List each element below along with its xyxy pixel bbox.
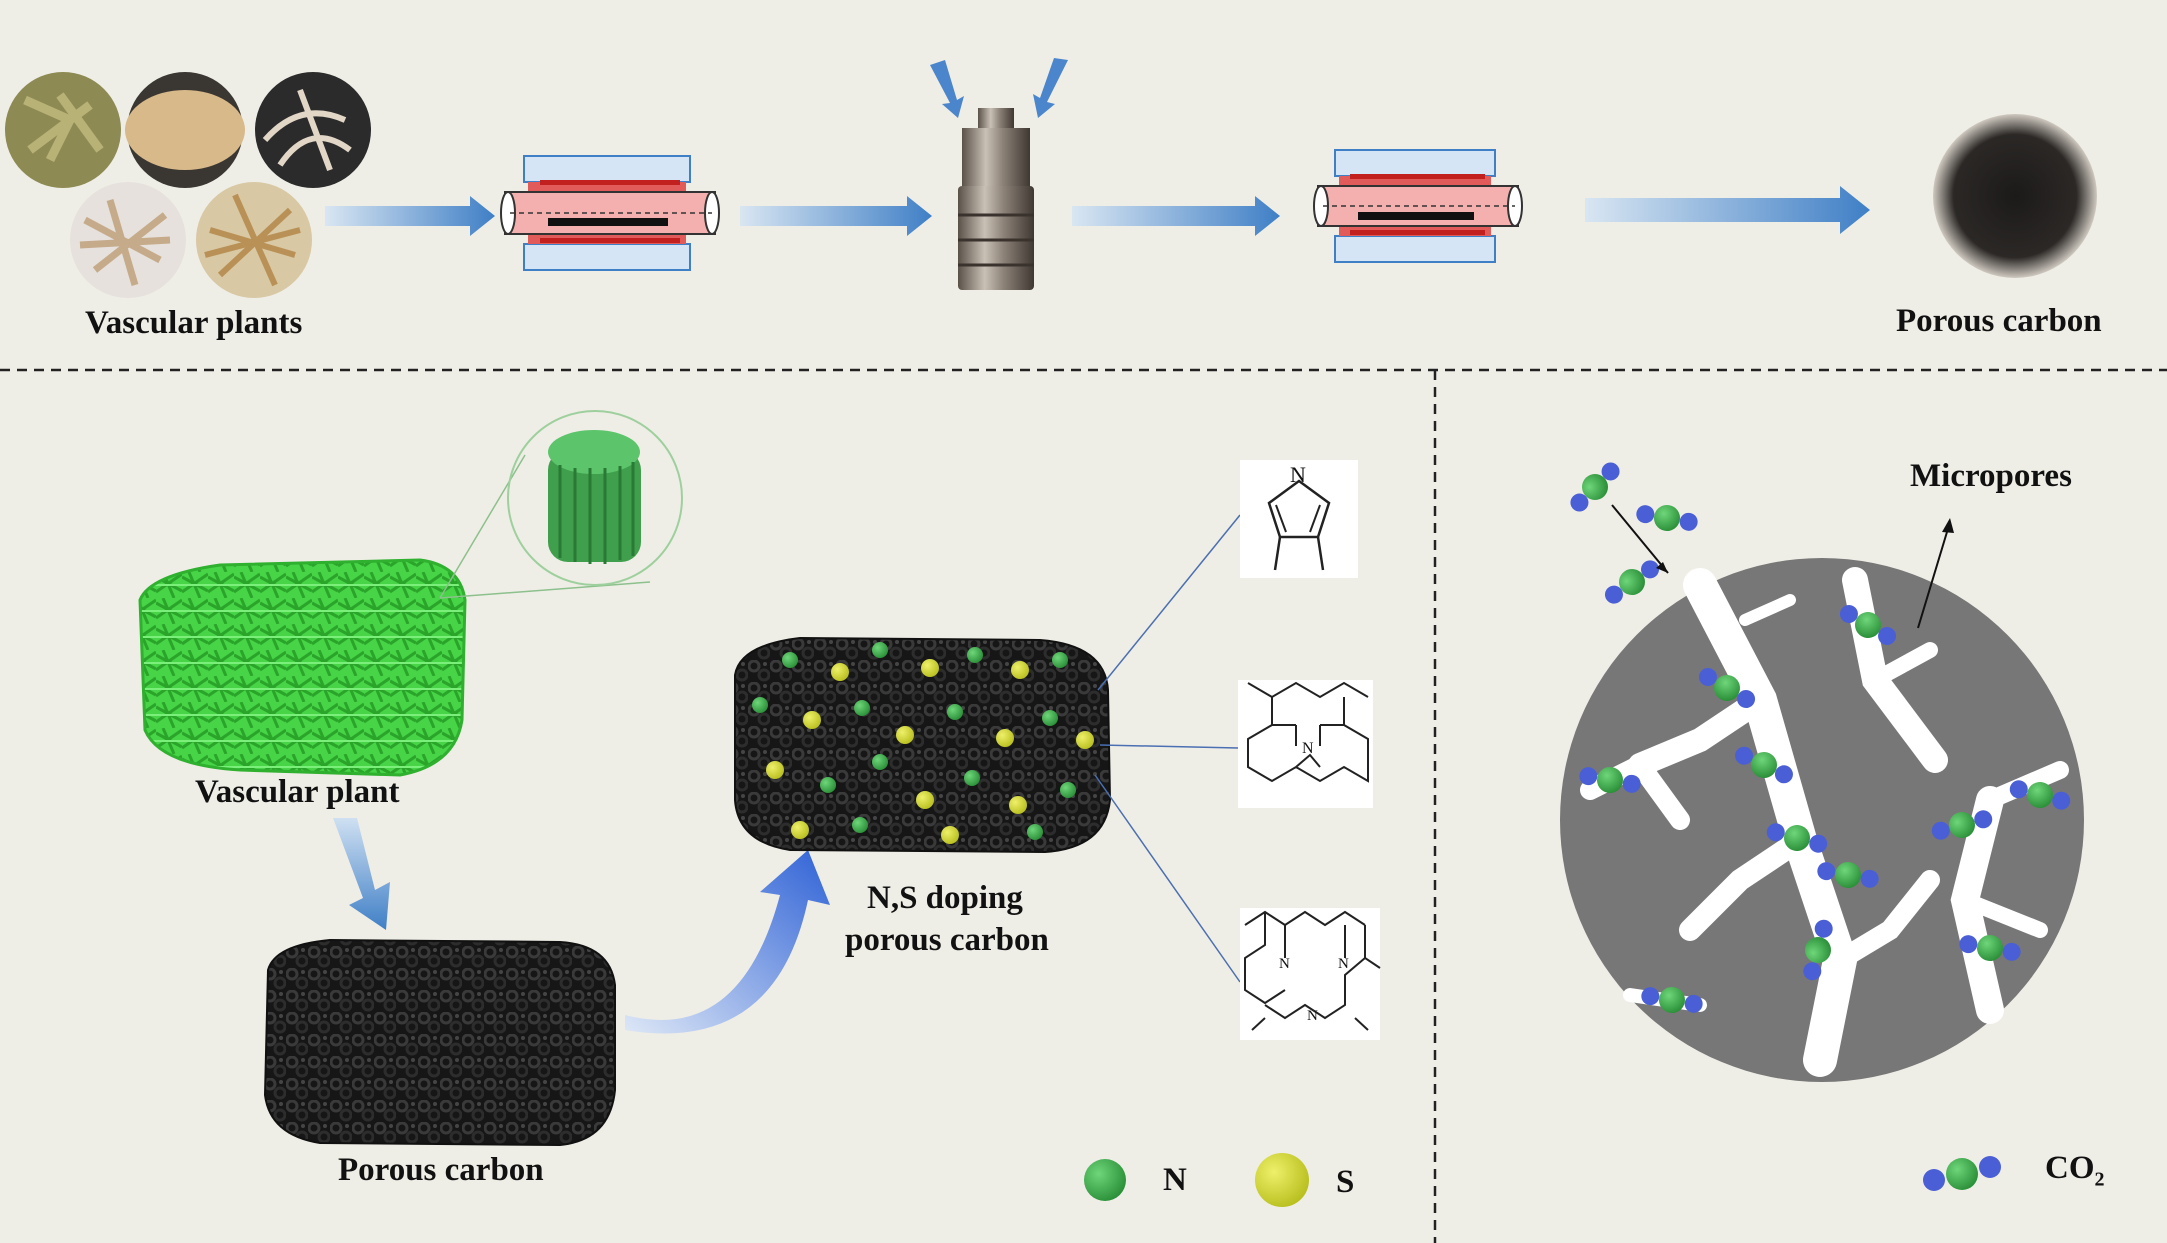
n-dopant-dot <box>967 647 983 663</box>
co2-molecule <box>1817 862 1879 888</box>
porous-carbon-label: Porous carbon <box>338 1152 544 1188</box>
n-dopant-dot <box>964 770 980 786</box>
s-dopant-dot <box>1076 731 1094 749</box>
s-dopant-dot <box>831 663 849 681</box>
co2-molecule <box>1839 605 1897 645</box>
atom-n-pyrrolic: N <box>1290 462 1306 487</box>
co2-molecule <box>1959 935 2021 961</box>
co2-molecule <box>2009 780 2071 810</box>
ns-doped-carbon-block <box>734 636 1112 854</box>
tube-furnace-1 <box>500 155 720 271</box>
n-dopant-dot <box>782 652 798 668</box>
atom-n-pyridinic-2: N <box>1338 956 1349 972</box>
legend-s-dot <box>1255 1153 1309 1207</box>
micropore-circle <box>1560 558 2084 1082</box>
n-dopant-dot <box>1052 652 1068 668</box>
down-arrow <box>333 818 390 930</box>
co2-molecule <box>1803 919 1833 981</box>
s-dopant-dot <box>921 659 939 677</box>
co2-legend-label: CO2 <box>2045 1150 2105 1192</box>
s-dopant-dot <box>1009 796 1027 814</box>
s-dopant-dot <box>916 791 934 809</box>
vascular-plant-block <box>138 558 467 777</box>
doped-label-line1: N,S doping <box>867 880 1023 916</box>
hydrothermal-autoclave <box>958 108 1034 290</box>
micropores-arrow <box>1917 521 1951 629</box>
n-dopant-dot <box>852 817 868 833</box>
co2-text: CO <box>2045 1150 2095 1186</box>
atom-n-pyridinic-1: N <box>1279 956 1290 972</box>
curved-arrow <box>625 850 830 1034</box>
n-dopant-dot <box>854 700 870 716</box>
vascular-plants-label: Vascular plants <box>85 305 303 341</box>
porous-carbon-powder <box>1933 114 2097 278</box>
legend-n-dot <box>1084 1159 1126 1201</box>
s-dopant-dot <box>791 821 809 839</box>
n-dopant-dot <box>872 642 888 658</box>
s-dopant-dot <box>803 711 821 729</box>
vascular-plant-label: Vascular plant <box>195 774 400 810</box>
legend-co2-molecule <box>1923 1156 2001 1191</box>
co2-molecule <box>1570 462 1620 512</box>
pyridinic-structure <box>1240 908 1381 1040</box>
micropores-label: Micropores <box>1910 458 2072 494</box>
n-dopant-dot <box>872 754 888 770</box>
porous-carbon-top-label: Porous carbon <box>1896 303 2102 339</box>
process-arrows <box>325 58 1870 236</box>
pyrrolic-structure <box>1240 460 1358 578</box>
co2-molecule <box>1604 560 1660 604</box>
co2-subscript: 2 <box>2094 1168 2105 1191</box>
atom-n-graphitic: N <box>1302 740 1314 757</box>
doped-label-line2: porous carbon <box>845 922 1049 958</box>
n-dopant-dot <box>752 697 768 713</box>
legend-n-label: N <box>1163 1162 1187 1198</box>
n-dopant-dot <box>947 704 963 720</box>
s-dopant-dot <box>896 726 914 744</box>
plant-photos <box>5 72 371 298</box>
co2-molecule <box>1579 767 1641 793</box>
n-dopant-dot <box>1060 782 1076 798</box>
s-dopant-dot <box>1011 661 1029 679</box>
porous-carbon-block <box>263 938 616 1147</box>
co2-molecule <box>1766 823 1828 853</box>
legend-marks <box>1084 1153 1309 1207</box>
atom-n-pyridinic-3: N <box>1307 1008 1318 1024</box>
molecule-arrow <box>1611 504 1669 574</box>
n-dopant-dot <box>1027 824 1043 840</box>
graphitic-structure <box>1238 680 1373 808</box>
zoom-inset <box>439 410 683 599</box>
co2-molecule <box>1636 505 1698 531</box>
co2-molecule <box>1698 668 1756 708</box>
co2-molecule <box>1735 746 1793 784</box>
co2-molecule <box>1931 810 1993 840</box>
s-dopant-dot <box>996 729 1014 747</box>
co2-molecule <box>1641 987 1703 1013</box>
tube-furnace-2 <box>1313 149 1523 263</box>
legend-s-label: S <box>1336 1164 1355 1200</box>
s-dopant-dot <box>766 761 784 779</box>
n-dopant-dot <box>820 777 836 793</box>
structure-connectors <box>1094 514 1241 983</box>
n-dopant-dot <box>1042 710 1058 726</box>
s-dopant-dot <box>941 826 959 844</box>
